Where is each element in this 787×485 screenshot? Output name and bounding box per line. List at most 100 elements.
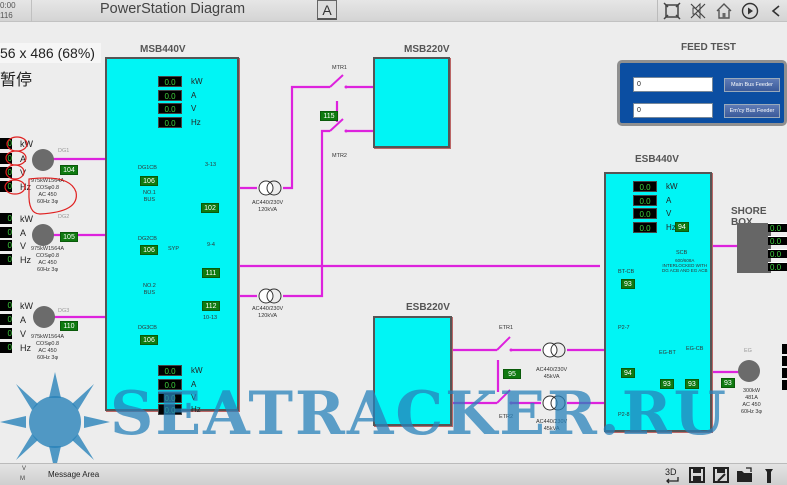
play-icon[interactable] <box>740 1 760 21</box>
meter-value: 0 <box>0 138 12 149</box>
dg2-label: DG2 <box>58 214 70 220</box>
mute-icon[interactable] <box>688 1 708 21</box>
eg-bt-label: EG-BT <box>659 350 676 356</box>
meter-value: 0 <box>0 227 12 238</box>
dg1-generator-icon[interactable] <box>32 149 54 171</box>
page-title: PowerStation Diagram <box>100 1 246 17</box>
shore-meter: 0.0 <box>768 223 787 233</box>
fullscreen-icon[interactable] <box>662 1 682 21</box>
m-label: M <box>20 476 25 482</box>
emcy-bus-feed-input[interactable]: 0 <box>633 103 713 118</box>
clock-line-1: 0:00 <box>0 1 16 10</box>
meter-value: 0 <box>0 328 12 339</box>
feed-test-inner: 0 0 Main Bus Feeder Em'cy Bus Feeder <box>620 63 784 123</box>
meter-unit: V <box>20 240 27 251</box>
meter-value: 0.0 <box>158 404 182 415</box>
msb440-panel <box>105 57 239 411</box>
dg3-label: DG3 <box>58 308 70 314</box>
meter-value: 0.0 <box>633 222 657 233</box>
dg3-generator-icon[interactable] <box>33 306 55 328</box>
eg-meter <box>782 368 787 378</box>
meter-value: 0 <box>0 314 12 325</box>
shore-meter: 0.0 <box>768 236 787 246</box>
back-icon[interactable] <box>766 1 786 21</box>
esb220-panel <box>373 316 452 426</box>
dg2-badge: 105 <box>60 232 78 242</box>
meter-value: 0.0 <box>633 195 657 206</box>
etr2-label: ETR2 <box>499 414 514 420</box>
header-toolbar <box>657 0 786 22</box>
meter-unit: A <box>191 91 197 100</box>
eg-cb-label: EG-CB <box>686 346 704 352</box>
dg1-spec: 975kW1564A COSφ0.8 AC 450 60Hz 3φ <box>31 178 65 205</box>
emergency-generator-icon[interactable] <box>738 360 760 382</box>
sw-10-13-badge: 112 <box>202 301 220 311</box>
meter-unit: V <box>20 328 27 339</box>
meter-value: 0 <box>0 342 12 353</box>
p2-7-badge: 94 <box>621 368 635 378</box>
clock-line-2: 116 <box>0 11 13 20</box>
sw-9-4-label: 9-4 <box>207 242 215 248</box>
home-icon[interactable] <box>714 1 734 21</box>
v-label: V <box>22 466 27 472</box>
mtr1-label: MTR1 <box>332 65 347 71</box>
meter-unit: V <box>20 167 27 178</box>
dg3-badge: 110 <box>60 321 78 331</box>
meter-unit: A <box>20 314 27 325</box>
mtr2-label: MTR2 <box>332 153 347 159</box>
eg-cb-badge: 93 <box>685 379 699 389</box>
bus1-label: NO.1 BUS <box>143 190 156 203</box>
watermark-text: SEATRACKER.RU <box>110 379 728 449</box>
feed-test-panel: 0 0 Main Bus Feeder Em'cy Bus Feeder <box>617 60 787 126</box>
meter-unit: kW <box>191 77 203 86</box>
meter-unit: Hz <box>20 254 31 265</box>
dg3-meter-hz: 0 Hz <box>0 342 31 353</box>
dg2-spec: 975kW1564A COSφ0.8 AC 450 60Hz 3φ <box>31 246 65 273</box>
msb440-meter-hz: 0.0 Hz <box>158 117 201 128</box>
vm-switch[interactable]: V M <box>0 464 36 485</box>
meter-value: 0 <box>0 213 12 224</box>
shore-meter: 0.0 <box>768 249 787 259</box>
transformer-3-rating: AC440/230V 45kVA <box>536 367 568 380</box>
save-icon[interactable] <box>688 465 706 484</box>
dg3cb-label: DG3CB <box>138 325 157 331</box>
meter-value: 0.0 <box>633 208 657 219</box>
3d-view-icon[interactable]: 3D <box>664 465 682 484</box>
dg1-badge: 104 <box>60 165 78 175</box>
sw-3-13-label: 3-13 <box>205 162 217 168</box>
main-bus-feeder-button[interactable]: Main Bus Feeder <box>724 78 780 92</box>
meter-unit: Hz <box>191 118 201 127</box>
save-as-icon[interactable] <box>712 465 730 484</box>
dg2-generator-icon[interactable] <box>32 224 54 246</box>
main-bus-feed-input[interactable]: 0 <box>633 77 713 92</box>
meter-unit: V <box>191 104 197 113</box>
tool-icon[interactable] <box>760 465 778 484</box>
shore-box-title: SHORE BOX <box>731 206 767 228</box>
meter-unit: A <box>666 196 672 205</box>
font-size-button[interactable]: A <box>317 0 337 20</box>
meter-value: 0.0 <box>158 392 182 403</box>
scb-note: 600/608A INTERLOCKED WITH DG ACB AND EG … <box>662 258 708 273</box>
emcy-bus-feeder-button[interactable]: Em'cy Bus Feeder <box>724 104 780 118</box>
open-folder-icon[interactable] <box>736 465 754 484</box>
transformer-icon <box>542 395 566 411</box>
meter-unit: Hz <box>20 342 31 353</box>
meter-value: 0 <box>0 300 12 311</box>
meter-value: 0.0 <box>158 117 182 128</box>
dg1cb-badge: 106 <box>140 176 158 186</box>
meter-value: 0 <box>0 240 12 251</box>
p2-8-label: P2-8 <box>618 412 630 418</box>
